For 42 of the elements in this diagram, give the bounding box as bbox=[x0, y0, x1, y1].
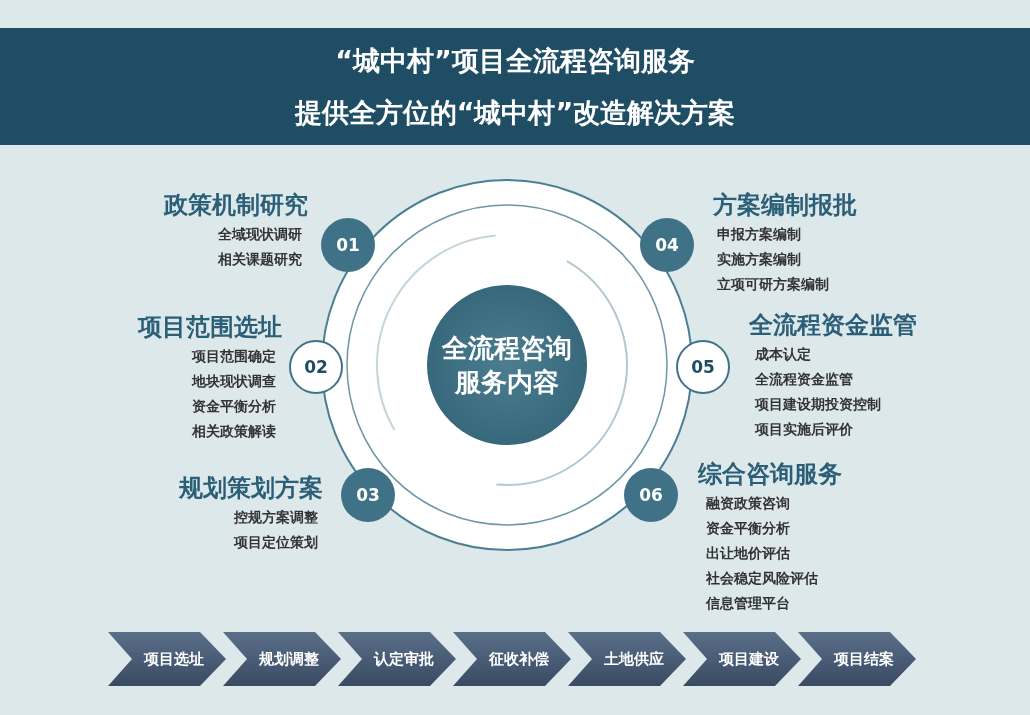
list-item: 社会稳定风险评估 bbox=[706, 569, 819, 588]
list-item: 全流程资金监管 bbox=[755, 370, 854, 389]
section-heading: 规划策划方案 bbox=[179, 473, 323, 503]
list-item: 相关政策解读 bbox=[191, 422, 276, 441]
number-circle: 06 bbox=[624, 468, 678, 522]
subtitle: 提供全方位的“城中村”改造解决方案 bbox=[293, 96, 737, 130]
section-heading: 方案编制报批 bbox=[713, 190, 857, 220]
list-item: 资金平衡分析 bbox=[191, 397, 276, 416]
section-heading: 全流程资金监管 bbox=[749, 310, 917, 340]
process-step: 征收补偿 bbox=[453, 632, 571, 686]
number-circle: 02 bbox=[289, 340, 343, 394]
list-item: 立项可研方案编制 bbox=[717, 275, 830, 294]
process-step: 认定审批 bbox=[338, 632, 456, 686]
list-item: 资金平衡分析 bbox=[706, 519, 791, 538]
list-item: 控规方案调整 bbox=[233, 508, 318, 527]
section-heading: 综合咨询服务 bbox=[698, 459, 842, 489]
section-heading: 政策机制研究 bbox=[164, 190, 308, 220]
process-step: 项目建设 bbox=[683, 632, 801, 686]
list-item: 成本认定 bbox=[755, 345, 812, 364]
list-item: 融资政策咨询 bbox=[706, 494, 791, 513]
list-item: 项目范围确定 bbox=[190, 347, 276, 366]
number-circle: 05 bbox=[676, 340, 730, 394]
list-item: 申报方案编制 bbox=[717, 225, 802, 244]
list-item: 相关课题研究 bbox=[217, 250, 302, 269]
list-item: 实施方案编制 bbox=[717, 250, 802, 269]
process-step: 规划调整 bbox=[223, 632, 341, 686]
number-circle: 01 bbox=[321, 218, 375, 272]
process-step: 土地供应 bbox=[568, 632, 686, 686]
list-item: 项目定位策划 bbox=[232, 533, 318, 552]
section-heading: 项目范围选址 bbox=[138, 312, 282, 342]
list-item: 出让地价评估 bbox=[706, 544, 791, 563]
list-item: 全域现状调研 bbox=[217, 225, 302, 244]
list-item: 信息管理平台 bbox=[706, 594, 791, 613]
list-item: 项目建设期投资控制 bbox=[755, 395, 882, 414]
list-item: 项目实施后评价 bbox=[755, 420, 854, 439]
title: “城中村”项目全流程咨询服务 bbox=[334, 44, 696, 78]
number-circle: 04 bbox=[640, 218, 694, 272]
number-circle: 03 bbox=[341, 468, 395, 522]
process-step: 项目结案 bbox=[798, 632, 916, 686]
list-item: 地块现状调查 bbox=[190, 372, 276, 391]
process-step: 项目选址 bbox=[108, 632, 226, 686]
center-text: 全流程咨询服务内容 bbox=[442, 332, 572, 399]
